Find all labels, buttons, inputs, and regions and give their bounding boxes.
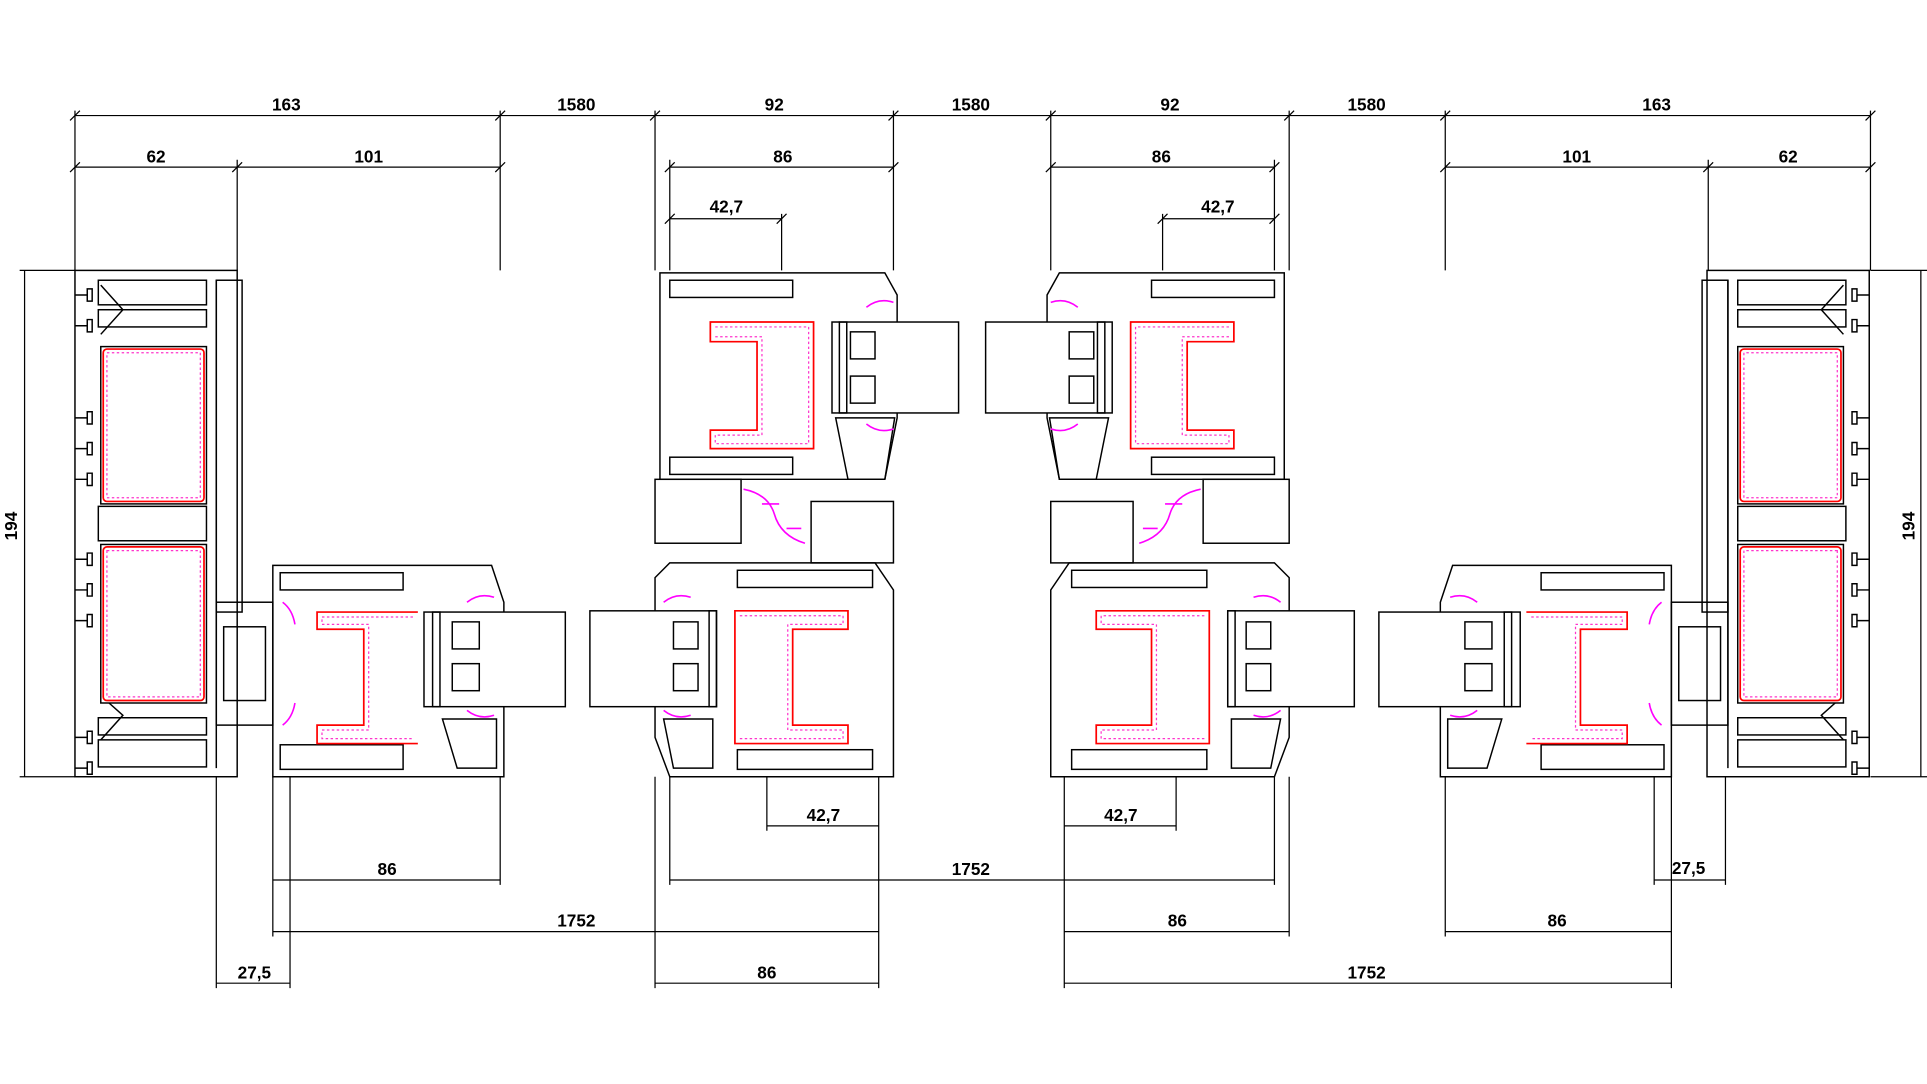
dim-label: 86 xyxy=(1168,911,1187,931)
dimension-lines xyxy=(19,110,1927,989)
dim-label: 27,5 xyxy=(238,962,272,982)
dim-label: 101 xyxy=(1562,146,1591,166)
dim-label: 86 xyxy=(757,962,776,982)
dim-label: 101 xyxy=(354,146,383,166)
dim-label: 194 xyxy=(1899,511,1919,540)
dimension-labels: 163 1580 92 1580 92 1580 163 62 101 86 8… xyxy=(1,95,1919,983)
dim-label: 42,7 xyxy=(807,805,840,825)
dim-label: 27,5 xyxy=(1672,858,1706,878)
dim-label: 86 xyxy=(773,146,792,166)
dim-label: 92 xyxy=(765,95,784,115)
dim-label: 86 xyxy=(1548,911,1567,931)
dim-label: 1752 xyxy=(952,859,990,879)
dim-label: 92 xyxy=(1160,95,1179,115)
dim-label: 1580 xyxy=(1347,95,1385,115)
dim-label: 42,7 xyxy=(1201,197,1234,217)
dim-label: 62 xyxy=(1779,146,1798,166)
dim-label: 86 xyxy=(378,859,397,879)
dim-label: 1752 xyxy=(1347,962,1385,982)
dim-label: 163 xyxy=(1642,95,1671,115)
dim-label: 62 xyxy=(147,146,166,166)
dim-label: 1580 xyxy=(952,95,990,115)
dim-label: 86 xyxy=(1152,146,1171,166)
dim-label: 1752 xyxy=(557,911,595,931)
right-half-profiles xyxy=(984,269,1871,778)
dim-label: 42,7 xyxy=(1104,805,1137,825)
dim-label: 1580 xyxy=(557,95,595,115)
dim-label: 163 xyxy=(272,95,301,115)
left-half-profiles xyxy=(74,269,960,778)
dim-label: 194 xyxy=(1,511,21,540)
dim-label: 42,7 xyxy=(710,197,743,217)
